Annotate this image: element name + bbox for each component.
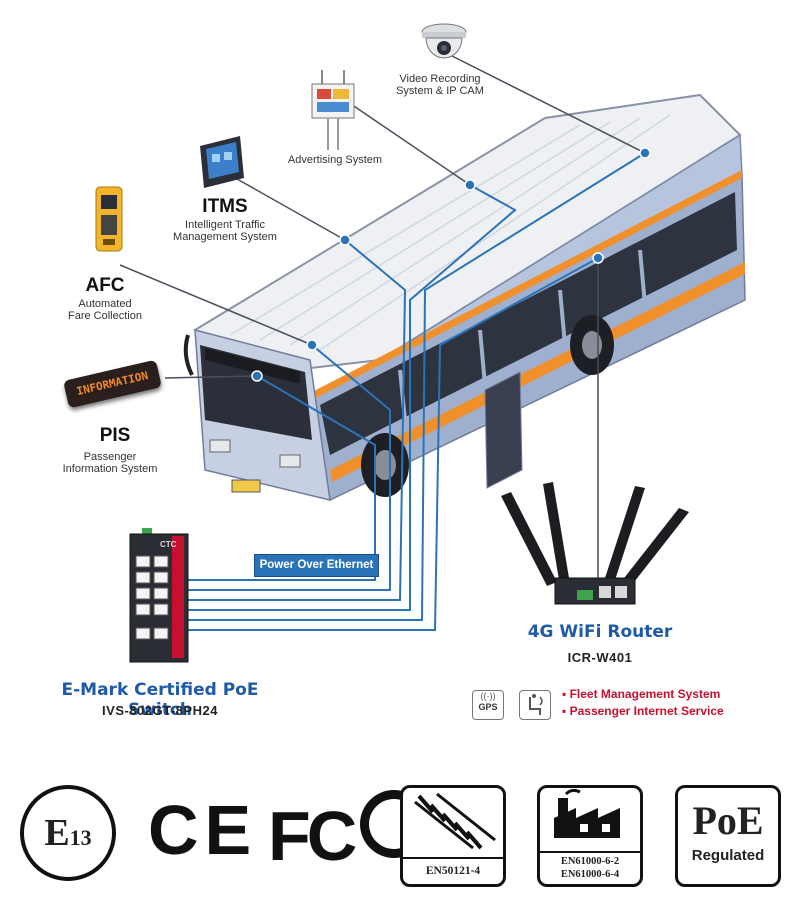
en61000-logo: EN61000-6-2 EN61000-6-4 <box>537 785 643 887</box>
service-fleet: Fleet Management System <box>569 687 721 701</box>
poe-regulated-logo: PoE Regulated <box>675 785 781 887</box>
router-title: 4G WiFi Router <box>527 622 673 642</box>
switch-model: IVS-802GT-8PH24 <box>102 703 218 718</box>
en61000-text: EN61000-6-2 EN61000-6-4 <box>540 851 640 881</box>
advertising-display-icon <box>311 70 355 150</box>
emark-letter: E <box>44 812 70 854</box>
itms-label: Intelligent Traffic Management System <box>160 219 290 243</box>
gps-icon-label: GPS <box>478 702 498 712</box>
switch-brand: CTC <box>160 540 177 549</box>
en61000-line2: EN61000-6-4 <box>560 869 620 880</box>
router-model: ICR-W401 <box>567 650 633 665</box>
itms-abbr: ITMS <box>202 196 248 217</box>
switch-title: E-Mark Certified PoE Switch <box>61 680 259 720</box>
itms-terminal-icon <box>200 136 244 188</box>
camera-label-line2: System & IP CAM <box>396 85 484 97</box>
poe-logo-subtext: Regulated <box>691 847 765 864</box>
advertising-label: Advertising System <box>287 154 383 166</box>
poe-banner: Power Over Ethernet <box>254 554 379 577</box>
fcc-logo-c <box>359 790 428 858</box>
camera-label: Video Recording System & IP CAM <box>370 73 510 97</box>
afc-label: Automated Fare Collection <box>45 298 165 322</box>
pis-abbr: PIS <box>99 425 131 446</box>
gps-wifi-glyph: ((·)) <box>480 691 496 701</box>
pis-label-line2: Information System <box>62 463 158 475</box>
bus-diagram <box>119 54 746 631</box>
afc-fare-collector-icon <box>95 186 123 252</box>
fcc-logo: FC <box>268 790 428 876</box>
itms-label-line2: Management System <box>173 231 277 243</box>
fcc-logo-text: FC <box>268 797 357 875</box>
ip-camera-icon <box>421 23 467 59</box>
services-list: ▪ Fleet Management System ▪ Passenger In… <box>562 686 724 720</box>
service-item: ▪ Passenger Internet Service <box>562 704 724 718</box>
en50121-logo: EN50121-4 <box>400 785 506 887</box>
poe-banner-text: Power Over Ethernet <box>259 559 374 571</box>
poe-switch-image <box>129 528 189 663</box>
afc-label-line2: Fare Collection <box>68 310 142 322</box>
factory-icon <box>554 788 620 838</box>
afc-label-line1: Automated <box>78 298 132 310</box>
emark-logo: E13 <box>20 785 116 881</box>
afc-abbr: AFC <box>85 275 125 296</box>
pis-label-line1: Passenger <box>83 451 137 463</box>
seat-icon <box>529 694 543 715</box>
router-image <box>501 482 689 605</box>
gps-icon: ((·)) GPS <box>472 690 504 720</box>
poe-logo-text: PoE <box>692 798 764 843</box>
service-item: ▪ Fleet Management System <box>562 687 721 701</box>
itms-label-line1: Intelligent Traffic <box>185 219 265 231</box>
service-internet: Passenger Internet Service <box>569 704 724 718</box>
railway-track-icon <box>414 792 496 850</box>
en50121-text: EN50121-4 <box>403 857 503 883</box>
emark-text: E13 <box>24 789 112 885</box>
passenger-wifi-icon <box>519 690 551 720</box>
en61000-line1: EN61000-6-2 <box>560 856 620 867</box>
emark-number: 13 <box>69 825 92 850</box>
ce-logo: CE <box>148 791 258 869</box>
pis-label: Passenger Information System <box>45 451 175 475</box>
camera-label-line1: Video Recording <box>399 73 481 85</box>
